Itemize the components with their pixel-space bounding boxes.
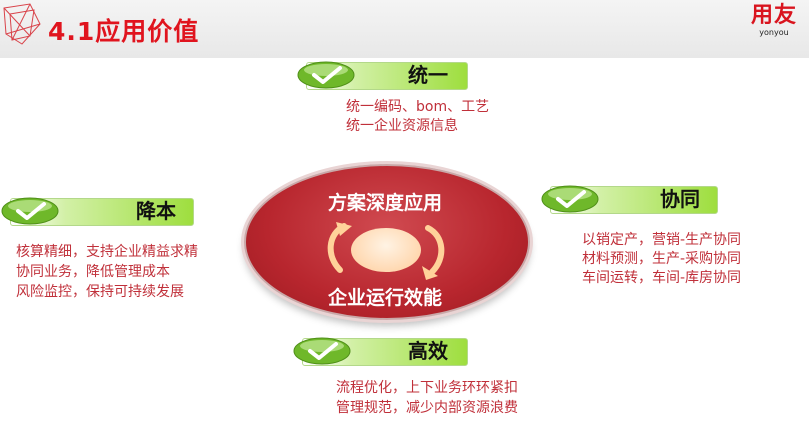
header-band — [0, 0, 809, 58]
desc-left-1: 核算精细，支持企业精益求精 — [16, 244, 198, 260]
pill-label-bottom: 高效 — [408, 339, 448, 363]
inner-oval — [351, 228, 421, 272]
desc-left-3: 风险监控，保持可持续发展 — [16, 284, 184, 300]
cycle-arrow-icon — [422, 225, 445, 280]
pill-label-right: 协同 — [660, 187, 700, 211]
desc-right-1: 以销定产，营销-生产协同 — [582, 232, 742, 248]
page-title: 4.1应用价值 — [48, 17, 200, 46]
check-icon — [541, 185, 599, 213]
pill-label-top: 统一 — [408, 63, 448, 87]
brand-name: 用友 — [750, 3, 797, 28]
desc-right-2: 材料预测，生产-采购协同 — [582, 251, 742, 267]
center-top-text: 方案深度应用 — [327, 192, 442, 214]
pill-label-left: 降本 — [136, 199, 176, 223]
cycle-arrow-icon — [327, 222, 352, 273]
desc-right-3: 车间运转，车间-库房协同 — [582, 270, 742, 286]
desc-bottom-1: 流程优化，上下业务环环紧扣 — [336, 380, 518, 396]
check-icon — [297, 61, 355, 89]
check-icon — [293, 337, 351, 365]
brand-logo-graphic — [3, 3, 41, 45]
center-bottom-text: 企业运行效能 — [327, 287, 442, 309]
brand-en: yonyou — [759, 28, 789, 37]
brand-logo: 用友 yonyou — [750, 3, 797, 38]
desc-left-2: 协同业务，降低管理成本 — [16, 264, 170, 280]
check-icon — [1, 197, 59, 225]
desc-top-1: 统一编码、bom、工艺 — [346, 99, 490, 115]
desc-top-2: 统一企业资源信息 — [346, 118, 458, 134]
desc-bottom-2: 管理规范，减少内部资源浪费 — [336, 400, 518, 416]
